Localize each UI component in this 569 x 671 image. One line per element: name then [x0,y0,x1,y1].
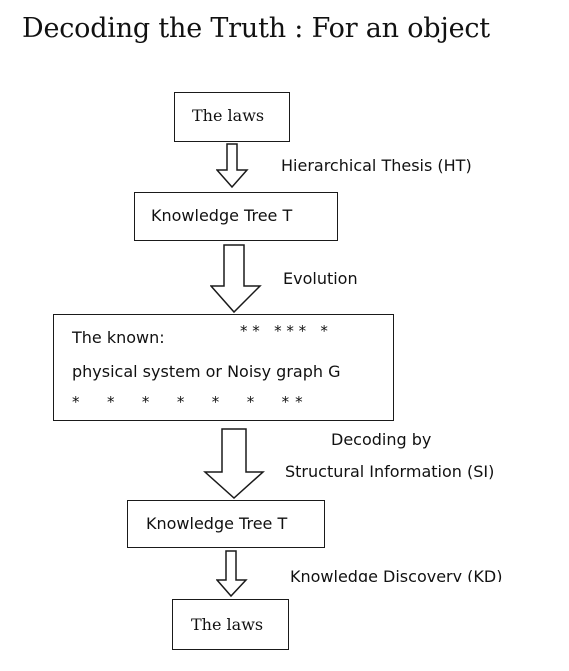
known-stars-bottom: * * * * * * * * [72,393,304,411]
laws-bottom-label: The laws [191,615,264,634]
knowledge-tree-box-1: Knowledge Tree T [134,192,338,241]
known-label: The known: [72,328,165,347]
arrow-down-icon [210,244,262,314]
known-box: The known: * * * * * * physical system o… [53,314,394,421]
arrow-down-icon [216,143,249,189]
edge-label-si-line1: Decoding by [331,430,432,449]
known-description: physical system or Noisy graph G [72,362,341,381]
laws-bottom-box: The laws [172,599,289,650]
edge-label-ht: Hierarchical Thesis (HT) [281,156,472,175]
edge-label-evolution: Evolution [283,269,358,288]
known-stars-top: * * * * * * [240,322,328,340]
knowledge-tree-label-2: Knowledge Tree T [146,514,288,533]
knowledge-tree-box-2: Knowledge Tree T [127,500,325,548]
laws-top-box: The laws [174,92,290,142]
laws-top-label: The laws [192,106,265,125]
diagram-title: Decoding the Truth : For an object [22,13,490,44]
knowledge-tree-label-1: Knowledge Tree T [151,206,293,225]
edge-label-kd: Knowledge Discovery (KD) [290,567,503,582]
arrow-down-icon [216,550,248,598]
edge-label-si-line2: Structural Information (SI) [285,462,495,481]
arrow-down-icon [203,428,265,500]
